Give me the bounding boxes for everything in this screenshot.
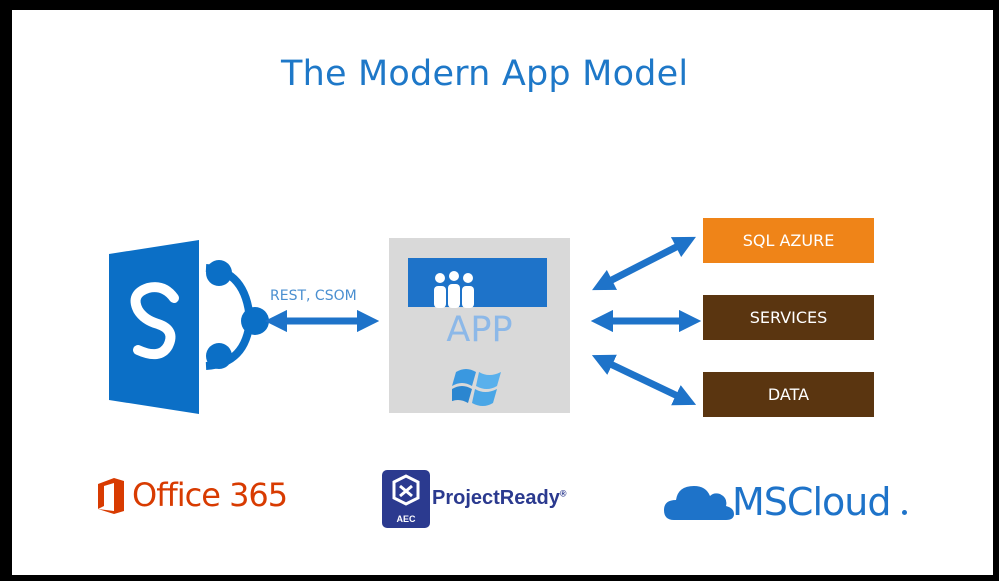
page-title: The Modern App Model <box>281 54 689 94</box>
sql-arrow <box>592 236 696 291</box>
office-logo-icon <box>98 478 124 514</box>
mscloud-dot <box>902 510 907 515</box>
people-icon <box>434 271 474 308</box>
cloud-icon <box>664 486 734 520</box>
app-label: APP <box>446 310 513 350</box>
connector-label: REST, CSOM <box>270 288 357 304</box>
data-arrow <box>591 354 697 406</box>
windows-flag-icon <box>452 369 501 406</box>
aec-badge: AEC <box>396 514 416 524</box>
office-365-logo-text: Office 365 <box>132 476 288 514</box>
app-header-bar <box>408 258 547 308</box>
slide: The Modern App Model REST, CSOM <box>12 10 993 575</box>
diagram-canvas <box>109 236 702 414</box>
projectready-logo-icon <box>382 470 430 528</box>
sql-azure-box: SQL AZURE <box>703 218 874 263</box>
sharepoint-logo-icon <box>109 240 269 414</box>
mscloud-logo-text: MSCloud <box>732 480 891 524</box>
projectready-logo-text: ProjectReady® <box>432 487 567 509</box>
services-box: SERVICES <box>703 295 874 340</box>
data-box: DATA <box>703 372 874 417</box>
